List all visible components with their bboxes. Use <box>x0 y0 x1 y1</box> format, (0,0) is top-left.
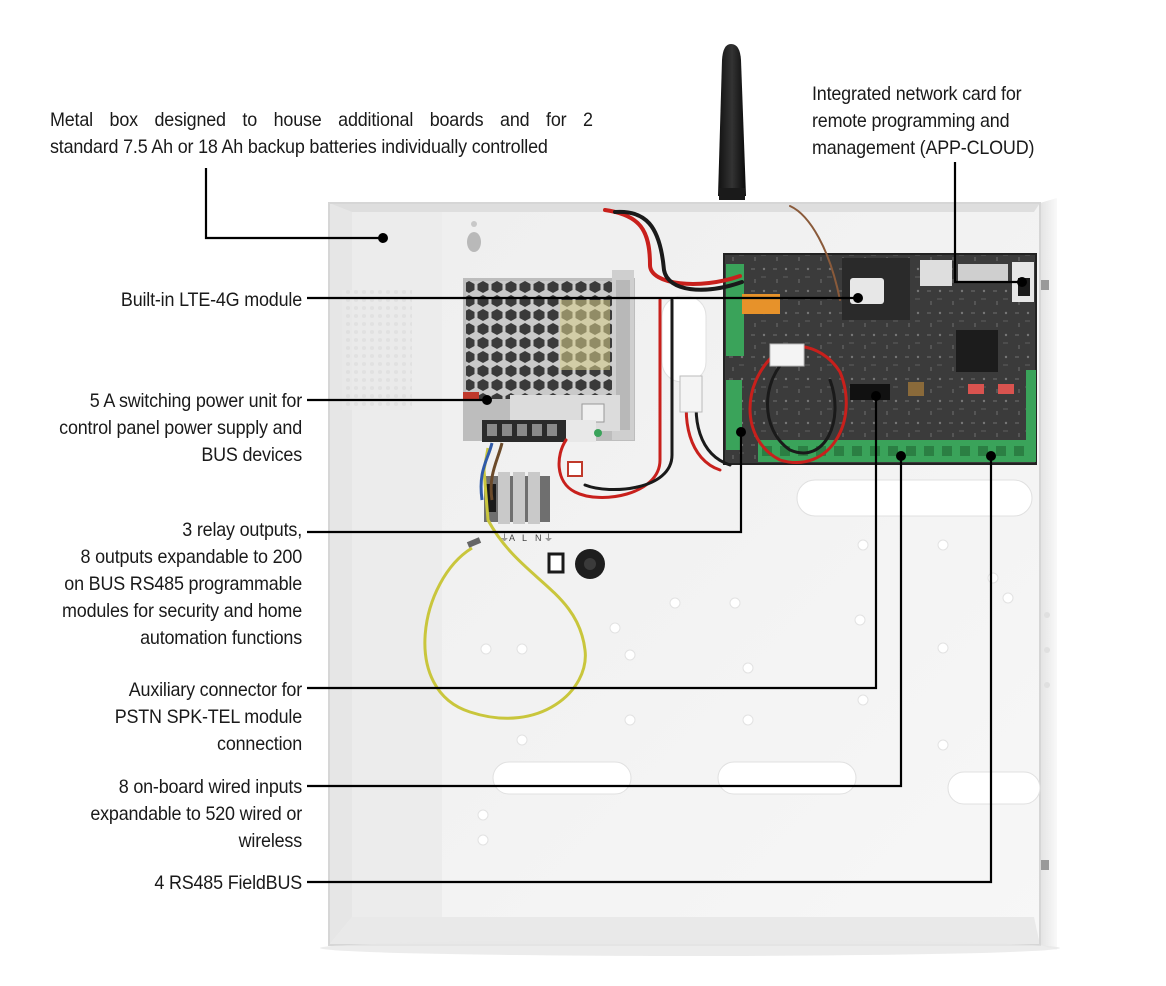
terminal-n-label: N <box>535 533 542 543</box>
callout-line: BUS devices <box>201 444 302 466</box>
callout-lte-module: Built-in LTE-4G module <box>8 287 302 314</box>
mains-terminal-block <box>484 472 550 524</box>
callout-network-card: Integrated network card for remote progr… <box>812 81 1088 162</box>
callout-line: expandable to 520 wired or <box>90 803 303 825</box>
callout-line: modules for security and home <box>62 600 302 622</box>
leader-metal-box <box>204 168 383 240</box>
leader-aux-connector <box>307 396 878 690</box>
callout-line: standard 7.5 Ah or 18 Ah backup batterie… <box>50 136 548 158</box>
terminal-a-label: A <box>509 533 515 543</box>
callout-line: remote programming and <box>812 110 1010 132</box>
callout-relay-outputs: 3 relay outputs, 8 outputs expandable to… <box>8 517 302 652</box>
callout-line: Auxiliary connector for <box>128 679 302 701</box>
callout-line: management (APP-CLOUD) <box>812 137 1035 159</box>
callout-line: PSTN SPK-TEL module <box>114 706 303 728</box>
callout-line: control panel power supply and <box>59 417 302 439</box>
callout-metal-box: Metal box designed to house additional b… <box>50 107 593 161</box>
callout-line: 8 on-board wired inputs <box>118 776 303 798</box>
callout-wired-inputs: 8 on-board wired inputs expandable to 52… <box>8 774 302 855</box>
callout-power-unit: 5 A switching power unit for control pan… <box>8 388 302 469</box>
earth-wire <box>423 447 587 720</box>
callout-line: 5 A switching power unit for <box>89 390 302 412</box>
callout-line: 3 relay outputs, <box>182 519 302 541</box>
callout-aux-connector: Auxiliary connector for PSTN SPK-TEL mod… <box>8 677 302 758</box>
leader-endpoints <box>378 233 1027 461</box>
control-board-pcb <box>723 253 1037 465</box>
terminal-earth-label: ⏚ <box>500 533 509 543</box>
leader-network-card <box>953 162 1022 284</box>
terminal-earth2-label: ⏚ <box>544 533 553 543</box>
leader-fieldbus <box>307 456 993 884</box>
callout-line: 4 RS485 FieldBUS <box>154 872 302 894</box>
callout-line: connection <box>217 733 302 755</box>
callout-line: Metal box designed to house additional b… <box>50 109 593 131</box>
callout-line: automation functions <box>140 627 302 649</box>
callout-line: 8 outputs expandable to 200 <box>80 546 303 568</box>
lte-antenna <box>718 44 746 200</box>
callout-line: on BUS RS485 programmable <box>64 573 302 595</box>
callout-line: Built-in LTE-4G module <box>120 289 302 311</box>
callout-fieldbus: 4 RS485 FieldBUS <box>8 870 302 897</box>
leader-lines <box>204 162 1022 884</box>
switching-power-unit <box>463 270 635 442</box>
terminal-l-label: L <box>522 533 527 543</box>
callout-line: Integrated network card for <box>812 83 1022 105</box>
cable-grommet <box>547 461 605 579</box>
leader-wired-inputs <box>307 456 903 788</box>
leader-relay-outputs <box>307 432 743 534</box>
callout-line: wireless <box>238 830 303 852</box>
